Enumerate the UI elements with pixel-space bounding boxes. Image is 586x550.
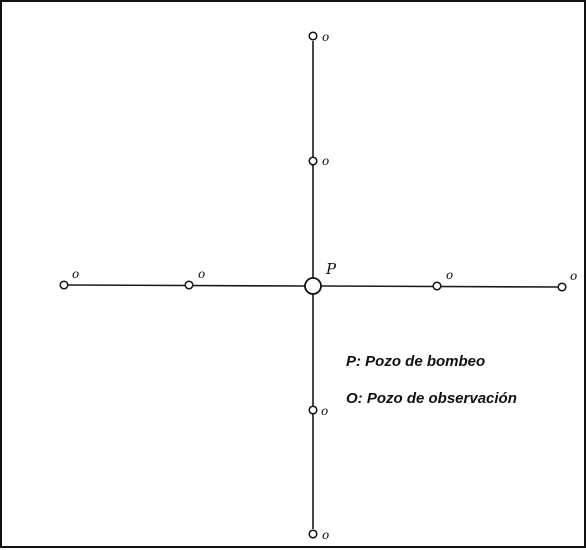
observation-well-label: o xyxy=(72,267,79,281)
observation-well-label: o xyxy=(198,267,205,281)
legend-observation-well: O: Pozo de observación xyxy=(346,390,517,407)
legend-pumping-well: P: Pozo de bombeo xyxy=(346,353,486,370)
pumping-well-label: P xyxy=(325,260,337,278)
observation-well-label: o xyxy=(446,268,453,282)
observation-well-marker xyxy=(308,156,318,166)
observation-well-label: o xyxy=(570,269,577,283)
observation-well-marker xyxy=(308,529,318,539)
observation-well-label: o xyxy=(322,30,329,44)
observation-well-marker xyxy=(308,405,318,415)
observation-well-marker xyxy=(308,31,318,41)
pumping-well-marker xyxy=(304,277,322,295)
observation-well-marker xyxy=(184,280,194,290)
observation-well-marker xyxy=(557,282,567,292)
observation-well-marker xyxy=(59,280,69,290)
observation-well-label: o xyxy=(322,528,329,542)
observation-well-label: o xyxy=(321,404,328,418)
observation-well-label: o xyxy=(322,154,329,168)
observation-well-marker xyxy=(432,281,442,291)
